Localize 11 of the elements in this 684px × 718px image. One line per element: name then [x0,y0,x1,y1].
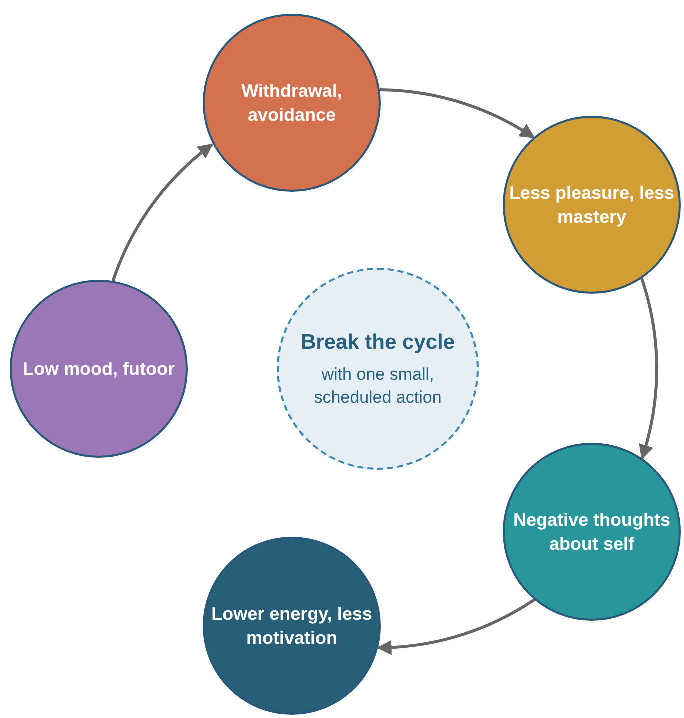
arrow [376,598,536,656]
node-label: Low mood, futoor [23,358,175,381]
body-text: with one small, scheduled action [313,364,443,409]
heading-text: Break the cycle [300,330,456,356]
arrow [639,277,658,460]
node-label: Less pleasure, less mastery [508,182,676,229]
arrow [380,88,536,139]
node-label: Withdrawal, avoidance [240,80,344,127]
node-label: Lower energy, less motivation [210,603,374,650]
arrow [112,143,214,282]
node-label: Negative thoughts about self [512,509,672,556]
